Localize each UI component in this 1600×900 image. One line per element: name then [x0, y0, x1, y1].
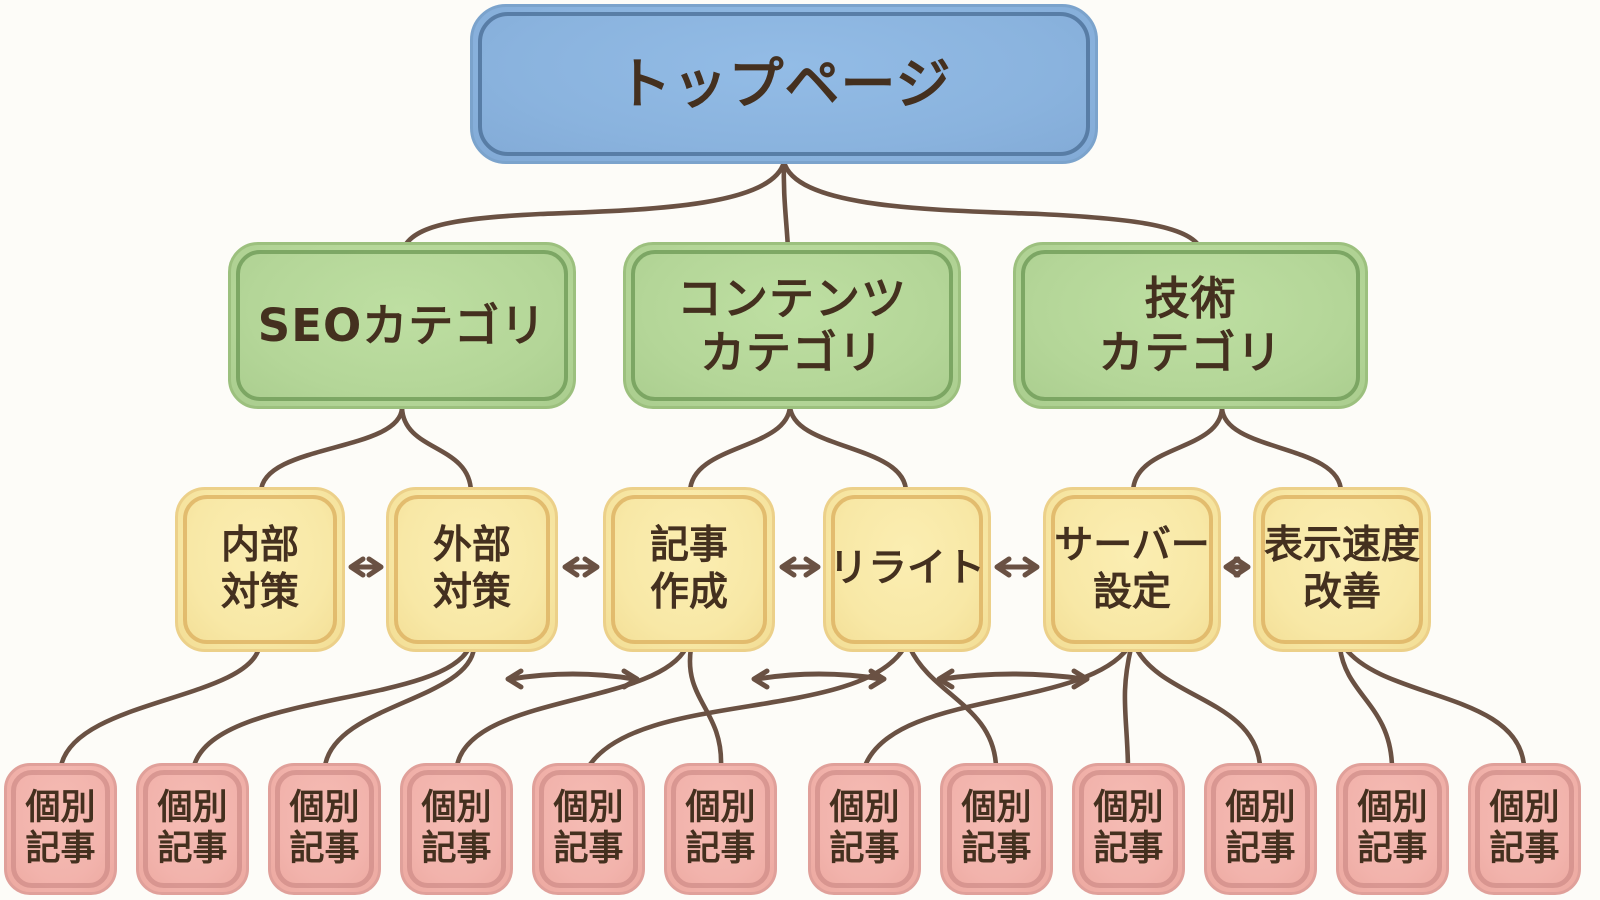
- article-label: 個別: [961, 787, 1032, 828]
- topic-label: 内部: [220, 523, 299, 569]
- node-top-page-label: トップページ: [616, 51, 952, 116]
- node-article-1: 個別 記事: [4, 763, 117, 895]
- article-label2: 記事: [829, 829, 900, 869]
- article-label2: 記事: [961, 829, 1032, 869]
- topic-label: リライト: [828, 546, 985, 592]
- article-label: 個別: [157, 787, 228, 828]
- double-arrow-icon: [779, 556, 821, 578]
- double-arrow-icon: [348, 556, 384, 578]
- node-category-content-label: コンテンツ: [676, 272, 907, 326]
- double-arrow-icon: [1223, 556, 1251, 578]
- article-label: 個別: [421, 787, 492, 828]
- double-arrow-icon: [751, 668, 887, 690]
- article-label2: 記事: [1225, 829, 1296, 869]
- double-arrow-icon: [994, 556, 1040, 578]
- node-article-2: 個別 記事: [136, 763, 249, 895]
- node-topic-speed-improvement: 表示速度 改善: [1253, 487, 1431, 652]
- topic-label2: 作成: [649, 569, 728, 615]
- topic-label: 表示速度: [1263, 523, 1420, 569]
- node-article-9: 個別 記事: [1072, 763, 1185, 895]
- node-topic-external-seo: 外部 対策: [386, 487, 558, 652]
- article-label: 個別: [553, 787, 624, 828]
- node-category-seo: SEOカテゴリ: [228, 242, 576, 409]
- root-branch-lines: [400, 157, 1204, 253]
- article-label2: 記事: [289, 829, 360, 869]
- article-label: 個別: [289, 787, 360, 828]
- node-category-tech-label2: カテゴリ: [1098, 325, 1283, 379]
- node-article-7: 個別 記事: [808, 763, 921, 895]
- node-article-10: 個別 記事: [1204, 763, 1317, 895]
- node-article-11: 個別 記事: [1336, 763, 1449, 895]
- node-top-page: トップページ: [470, 4, 1098, 164]
- topic-label2: 対策: [432, 569, 511, 615]
- double-arrow-icon: [936, 668, 1090, 690]
- article-label2: 記事: [1357, 829, 1428, 869]
- article-label2: 記事: [157, 829, 228, 869]
- double-arrow-icon: [505, 668, 640, 690]
- article-label: 個別: [829, 787, 900, 828]
- node-topic-article-creation: 記事 作成: [603, 487, 775, 652]
- node-category-tech-label: 技術: [1144, 272, 1237, 326]
- topic-label2: 対策: [220, 569, 299, 615]
- node-category-seo-label: SEOカテゴリ: [257, 298, 547, 352]
- article-label2: 記事: [1093, 829, 1164, 869]
- topic-label: 外部: [432, 523, 511, 569]
- article-label2: 記事: [1489, 829, 1560, 869]
- topic-branch-lines: [58, 645, 1527, 769]
- node-topic-server-settings: サーバー 設定: [1043, 487, 1221, 652]
- article-label: 個別: [685, 787, 756, 828]
- double-arrow-icon: [562, 556, 600, 578]
- node-topic-rewrite: リライト: [823, 487, 991, 652]
- topic-label: 記事: [649, 523, 728, 569]
- article-label: 個別: [1225, 787, 1296, 828]
- article-label: 個別: [25, 787, 96, 828]
- node-article-6: 個別 記事: [664, 763, 777, 895]
- topic-label: サーバー: [1054, 523, 1210, 569]
- article-label: 個別: [1357, 787, 1428, 828]
- node-article-5: 個別 記事: [532, 763, 645, 895]
- topic-label2: 改善: [1302, 569, 1381, 615]
- article-label: 個別: [1489, 787, 1560, 828]
- article-label2: 記事: [685, 829, 756, 869]
- node-topic-internal-seo: 内部 対策: [175, 487, 345, 652]
- node-category-tech: 技術 カテゴリ: [1013, 242, 1368, 409]
- article-label2: 記事: [25, 829, 96, 869]
- node-article-12: 個別 記事: [1468, 763, 1581, 895]
- article-label: 個別: [1093, 787, 1164, 828]
- node-article-4: 個別 記事: [400, 763, 513, 895]
- node-article-3: 個別 記事: [268, 763, 381, 895]
- node-category-content: コンテンツ カテゴリ: [623, 242, 961, 409]
- topic-label2: 設定: [1092, 569, 1171, 615]
- node-article-8: 個別 記事: [940, 763, 1053, 895]
- category-branch-lines: [258, 403, 1344, 495]
- article-label2: 記事: [421, 829, 492, 869]
- article-label2: 記事: [553, 829, 624, 869]
- node-category-content-label2: カテゴリ: [699, 325, 884, 379]
